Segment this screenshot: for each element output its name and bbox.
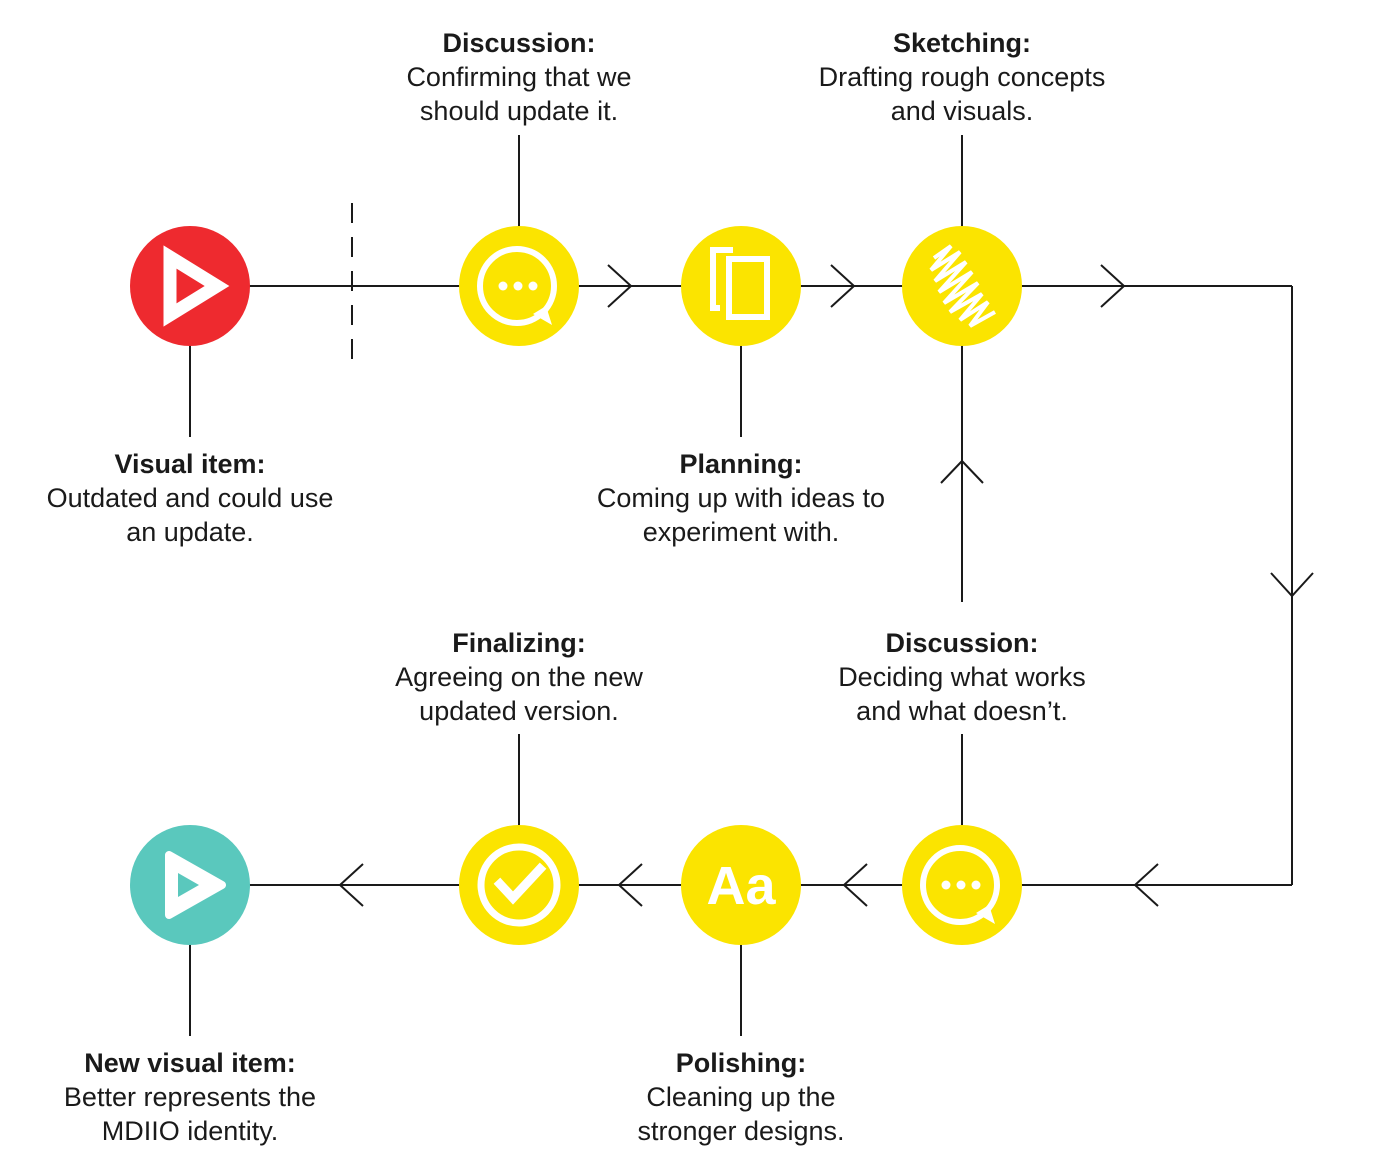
label-title: Planning:	[679, 449, 803, 479]
typography-icon: Aa	[706, 856, 776, 916]
node-circle	[130, 226, 250, 346]
label-new-visual-item: New visual item: Better represents the M…	[10, 1046, 370, 1148]
chat-bubble-icon	[477, 246, 557, 326]
label-planning: Planning: Coming up with ideas to experi…	[561, 447, 921, 549]
play-icon	[163, 245, 230, 327]
label-desc: Outdated and could use an update.	[46, 483, 334, 547]
label-title: New visual item:	[84, 1048, 296, 1078]
node-visual-item	[130, 226, 250, 346]
label-desc: Deciding what works and what doesn’t.	[838, 662, 1086, 726]
arrow-right-icon	[607, 264, 633, 308]
node-circle	[681, 226, 801, 346]
arrow-left-icon	[617, 863, 643, 907]
label-sketching: Sketching: Drafting rough concepts and v…	[782, 26, 1142, 128]
label-title: Sketching:	[892, 28, 1032, 58]
label-desc: Better represents the MDIIO identity.	[63, 1082, 317, 1146]
label-title: Finalizing:	[452, 628, 586, 658]
arrow-right-icon	[1100, 264, 1126, 308]
label-title: Visual item:	[114, 449, 266, 479]
arrow-down-icon	[1270, 572, 1314, 598]
label-discussion-1: Discussion: Confirming that we should up…	[339, 26, 699, 128]
label-title: Polishing:	[675, 1048, 807, 1078]
node-discussion-1	[459, 226, 579, 346]
play-inner	[178, 873, 199, 897]
label-desc: Cleaning up the stronger designs.	[637, 1082, 845, 1146]
label-desc: Confirming that we should update it.	[406, 62, 632, 126]
arrow-left-icon	[842, 863, 868, 907]
checkmark-icon	[477, 843, 561, 927]
node-discussion-2	[902, 825, 1022, 945]
label-polishing: Polishing: Cleaning up the stronger desi…	[561, 1046, 921, 1148]
arrow-up-icon	[940, 459, 984, 484]
label-desc: Agreeing on the new updated version.	[395, 662, 643, 726]
label-title: Discussion:	[442, 28, 596, 58]
scribble-icon	[929, 244, 996, 328]
label-discussion-2: Discussion: Deciding what works and what…	[782, 626, 1142, 728]
node-circle	[681, 825, 801, 945]
label-visual-item: Visual item: Outdated and could use an u…	[10, 447, 370, 549]
label-desc: Coming up with ideas to experiment with.	[596, 483, 886, 547]
documents-icon	[710, 247, 770, 320]
node-new-visual-item	[130, 825, 250, 945]
flow-arrows	[338, 264, 1314, 907]
arrow-right-icon	[830, 264, 856, 308]
arrow-left-icon	[1133, 863, 1159, 907]
label-title: Discussion:	[885, 628, 1039, 658]
node-polishing: Aa	[681, 825, 801, 945]
label-desc: Drafting rough concepts and visuals.	[818, 62, 1106, 126]
node-sketching	[902, 226, 1022, 346]
label-finalizing: Finalizing: Agreeing on the new updated …	[339, 626, 699, 728]
arrow-left-icon	[338, 863, 364, 907]
chat-bubble-icon	[920, 845, 1000, 925]
node-planning	[681, 226, 801, 346]
node-finalizing	[459, 825, 579, 945]
